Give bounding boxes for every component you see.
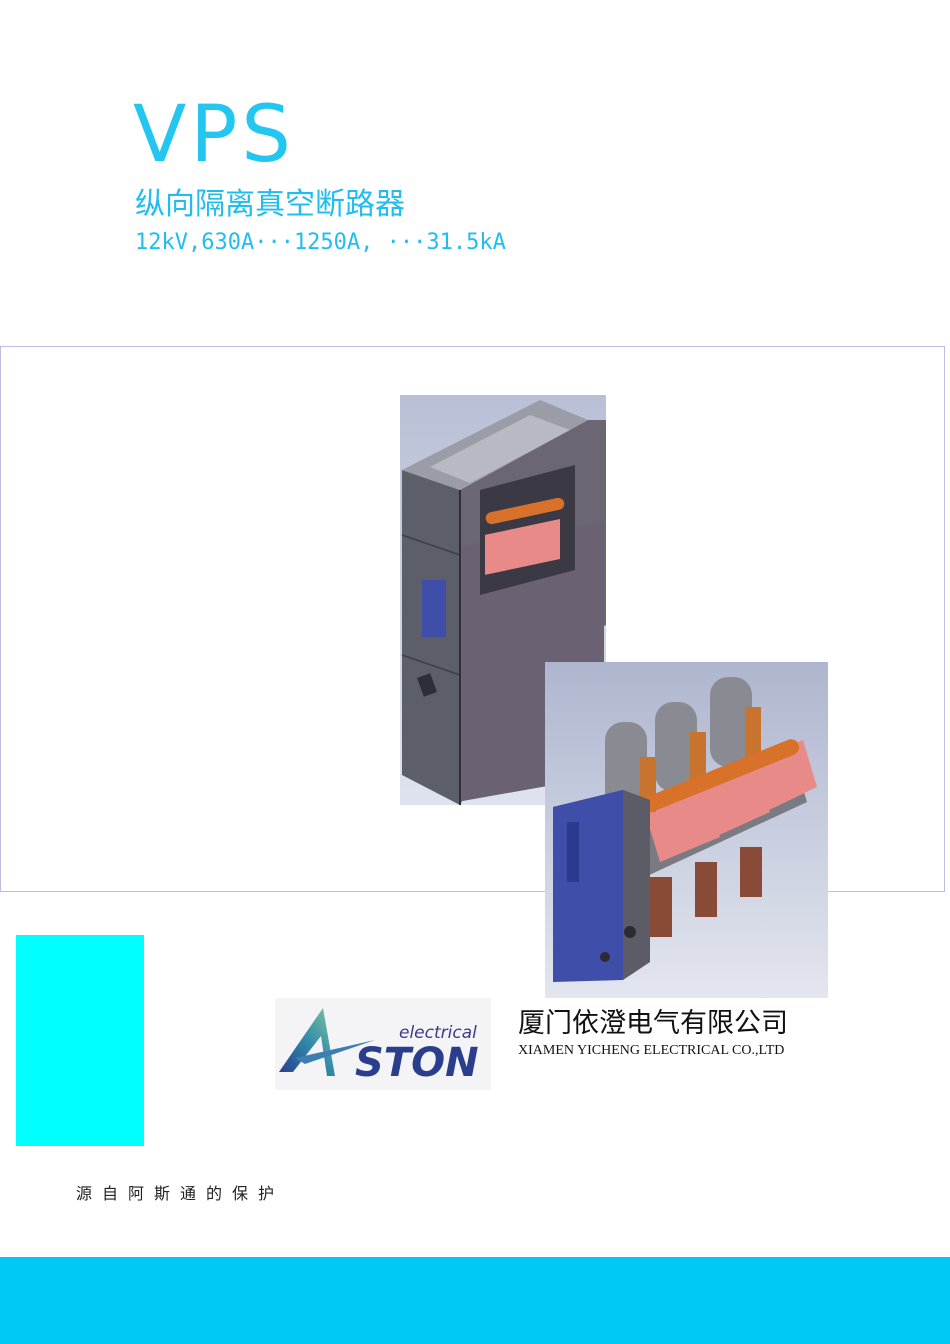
- product-title: VPS: [133, 90, 295, 180]
- svg-text:STON: STON: [355, 1040, 479, 1086]
- tagline: 源自阿斯通的保护: [76, 1184, 285, 1203]
- product-spec: 12kV,630A···1250A, ···31.5kA: [135, 230, 506, 255]
- image-frame: [0, 346, 945, 892]
- accent-block: [16, 935, 144, 1146]
- switchgear-cabinet-image: [400, 395, 606, 805]
- circuit-breaker-image: [545, 662, 828, 998]
- aston-logo: electrical STON: [275, 998, 491, 1090]
- company-name-en: XIAMEN YICHENG ELECTRICAL CO.,LTD: [518, 1043, 785, 1058]
- footer-bar: [0, 1257, 950, 1344]
- product-subtitle: 纵向隔离真空断路器: [135, 187, 405, 222]
- svg-text:electrical: electrical: [399, 1023, 477, 1043]
- company-name-cn: 厦门依澄电气有限公司: [518, 1008, 788, 1039]
